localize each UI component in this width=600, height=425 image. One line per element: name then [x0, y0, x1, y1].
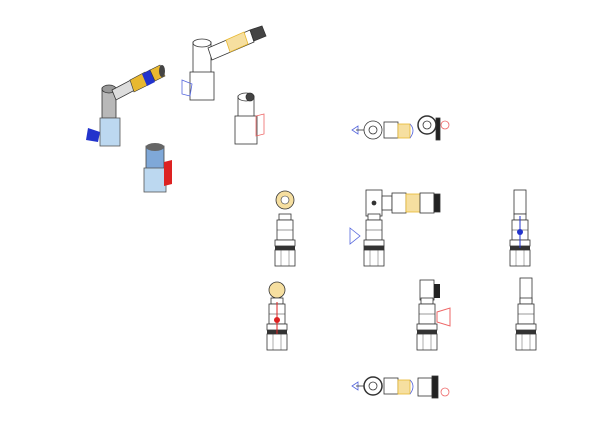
iso-view-colored-elbow [86, 64, 166, 147]
bottom-view [351, 375, 450, 399]
side-view-right-bottom [515, 277, 537, 351]
side-view-left-bottom [266, 281, 288, 351]
iso-view-blue-valve [143, 143, 172, 193]
side-view-left-top [274, 190, 296, 267]
iso-view-outline-elbow [181, 25, 267, 101]
top-view-1 [351, 115, 450, 141]
iso-view-outline-valve [234, 92, 265, 145]
side-view-middle-bottom [416, 279, 451, 351]
front-view-elbow [349, 189, 441, 267]
red-handle [164, 160, 172, 186]
side-view-right-top [509, 189, 531, 267]
blue-handle [86, 128, 100, 142]
